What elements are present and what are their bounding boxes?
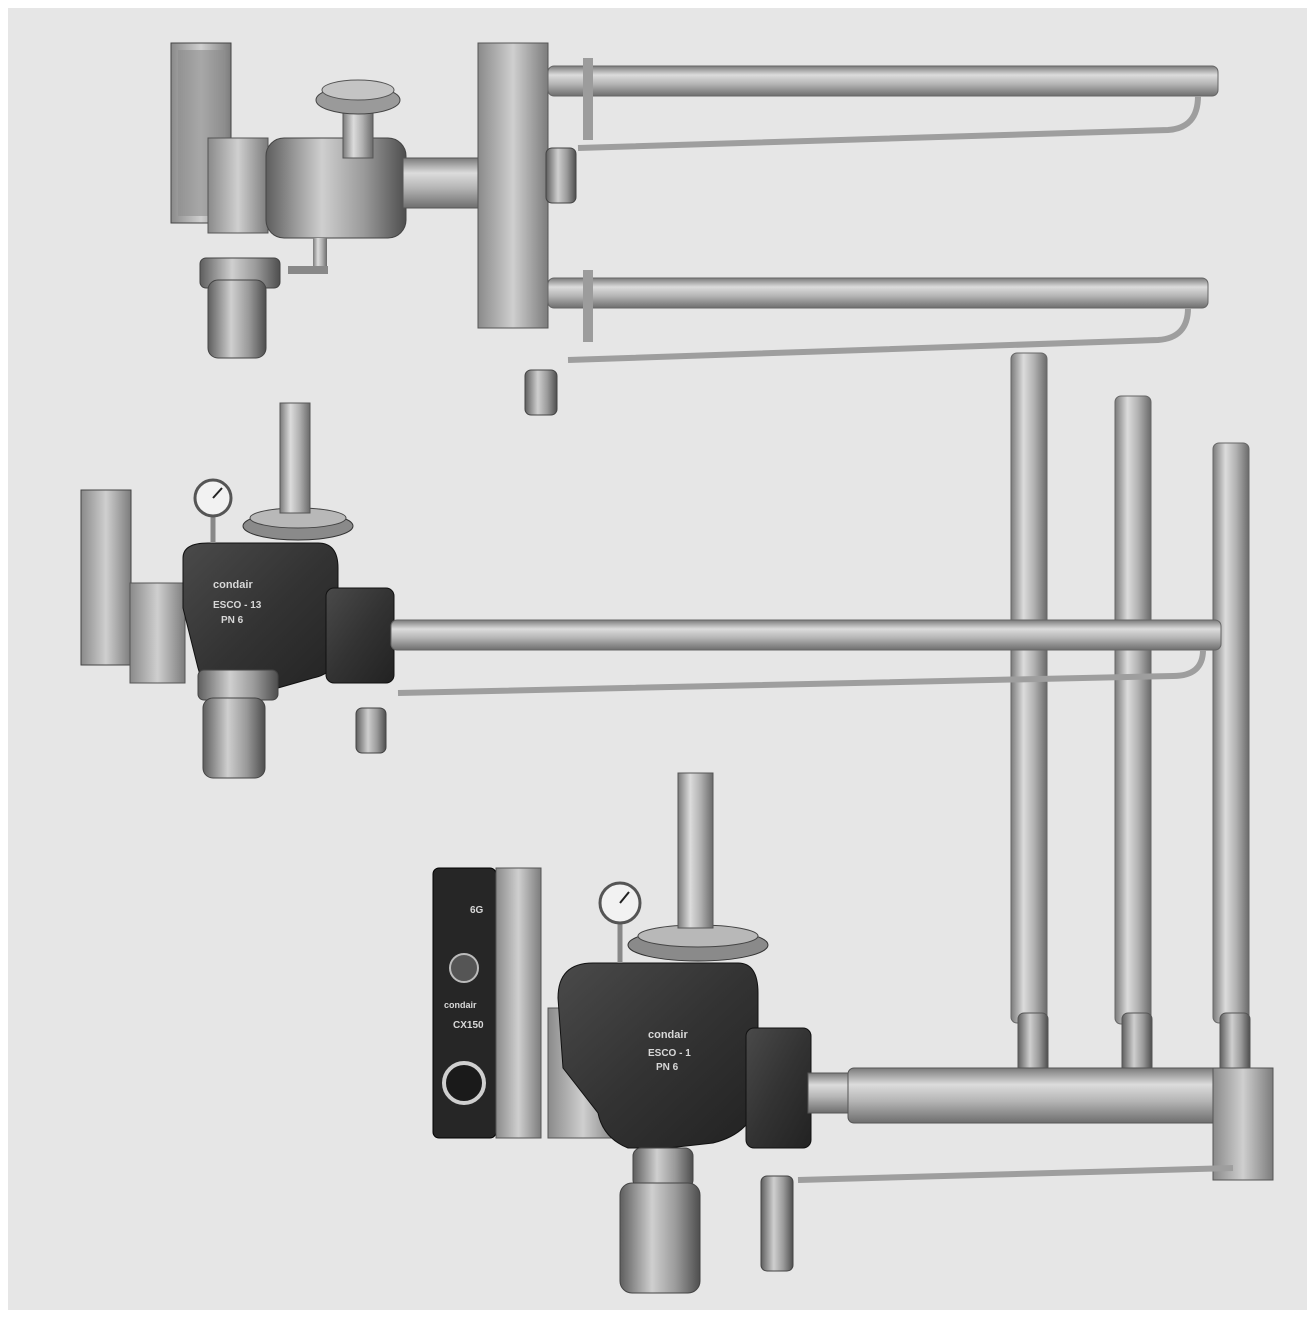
condensate-line-top-2 [567,307,1191,363]
vertical-pipe-1 [1010,352,1048,1024]
model-label-bottom: ESCO - 1 [648,1048,691,1059]
distributor-pipe-top-2 [547,277,1209,309]
condensate-pipe-top [313,238,327,268]
horizontal-manifold-bottom [847,1067,1274,1124]
trap-top-2 [524,369,558,416]
vertical-pipe-2 [1114,395,1152,1025]
distributor-pipe-top-1 [547,65,1219,97]
pressure-label-middle: PN 6 [221,615,244,626]
strainer-bottom [632,1147,694,1189]
steam-distributor-photo: condair ESCO - 13 PN 6 6G condair CX150 … [8,8,1307,1310]
vertical-pipe-3 [1212,442,1250,1024]
handwheel-controller [442,1061,486,1105]
bottom-humidifier-unit: 6G condair CX150 condair ESCO - 1 PN 6 [432,772,1274,1294]
middle-humidifier-unit: condair ESCO - 13 PN 6 [80,402,1222,779]
trap-bottom [760,1175,794,1272]
brand-label-middle: condair [213,579,253,591]
separator-cup-bottom [619,1182,701,1294]
model-label-middle: ESCO - 13 [213,600,262,611]
distributor-pipe-middle [390,619,1222,651]
separator-cup-top [207,279,267,359]
manifold-top [477,42,549,329]
separator-cup-middle [202,697,266,779]
outlet-flange-bottom [745,1027,812,1149]
brand-label-controller: condair [444,1000,477,1010]
controller-model: CX150 [453,1020,484,1031]
actuator-middle [80,489,132,666]
condensate-line-bottom [797,1165,1234,1183]
actuator-bracket-top [207,137,269,234]
condensate-line-top-1 [577,95,1201,151]
trap-top-1 [545,147,577,204]
steam-inlet-bottom [677,772,714,929]
pressure-label-bottom: PN 6 [656,1062,679,1073]
vertical-distributor-pipes [1010,352,1251,1074]
valve-body-top [265,137,407,239]
steam-inlet-middle [279,402,311,514]
outlet-flange-middle [325,587,395,684]
condensate-line-middle [397,649,1206,696]
trap-middle [355,707,387,754]
strainer-middle [197,669,279,701]
top-humidifier-unit [170,42,1219,416]
brand-label-bottom: condair [648,1029,688,1041]
controller-code: 6G [470,905,484,916]
